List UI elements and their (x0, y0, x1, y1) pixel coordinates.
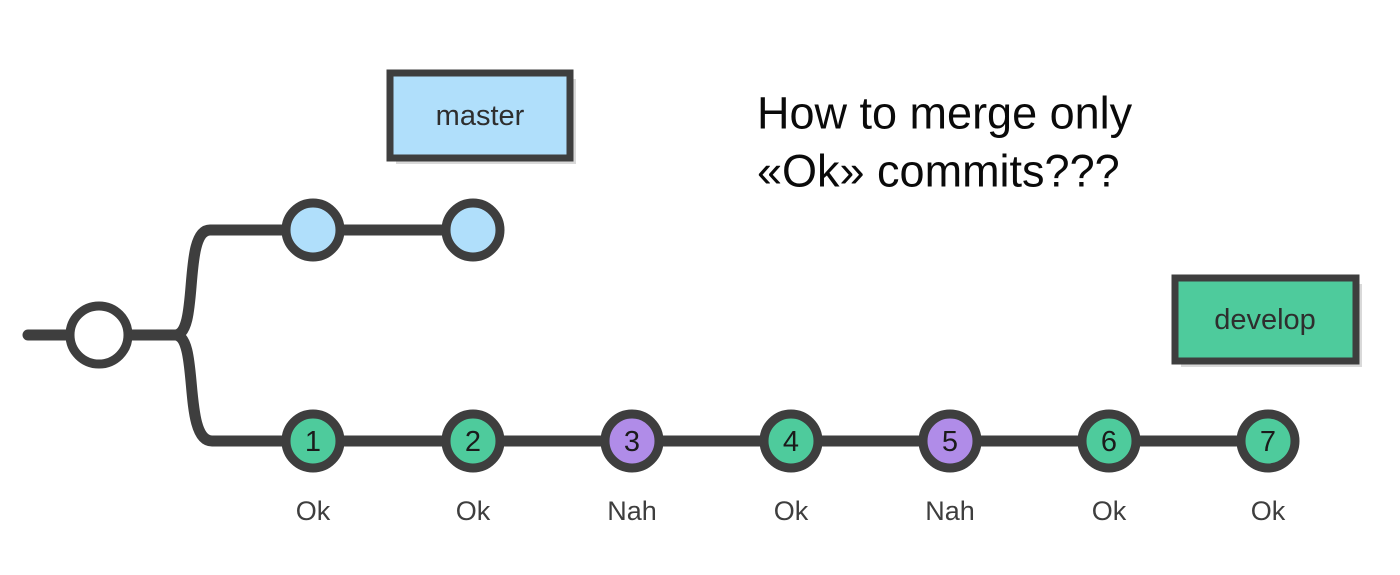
diagram-title-line-1: How to merge only (757, 88, 1133, 139)
commit-node-5-circle (918, 409, 982, 473)
commit-node-2-number: 2 (465, 426, 481, 458)
develop-box-label: develop (1214, 304, 1316, 336)
commit-node-1[interactable]: 1 Ok (281, 409, 345, 526)
commit-node-2-circle (441, 409, 505, 473)
diagram-title: How to merge only «Ok» commits??? (757, 88, 1133, 197)
commit-node-3-number: 3 (624, 426, 640, 458)
commit-node-5[interactable]: 5 Nah (918, 409, 982, 526)
develop-branch-nodes: 1 Ok 2 Ok 3 Nah 4 Ok 5 Nah (281, 409, 1300, 526)
commit-node-master-1-circle (281, 198, 345, 262)
commit-node-2-caption: Ok (456, 496, 491, 526)
commit-node-root[interactable] (65, 301, 133, 369)
master-branch-nodes (281, 198, 505, 262)
commit-node-7-number: 7 (1260, 426, 1276, 458)
master-box-label: master (436, 100, 525, 132)
commit-node-5-number: 5 (942, 426, 958, 458)
commit-node-master-2[interactable] (441, 198, 505, 262)
commit-node-6[interactable]: 6 Ok (1077, 409, 1141, 526)
commit-node-3-circle (600, 409, 664, 473)
commit-node-6-caption: Ok (1092, 496, 1127, 526)
commit-node-1-caption: Ok (296, 496, 331, 526)
commit-node-master-2-circle (441, 198, 505, 262)
commit-node-4[interactable]: 4 Ok (759, 409, 823, 526)
fork-down-to-develop-edge (169, 329, 296, 447)
commit-node-6-number: 6 (1101, 426, 1117, 458)
commit-node-1-number: 1 (305, 426, 321, 458)
fork-up-to-master-edge (169, 224, 296, 341)
commit-node-4-circle (759, 409, 823, 473)
branch-edges (22, 224, 1251, 447)
commit-node-5-caption: Nah (925, 496, 975, 526)
commit-node-4-number: 4 (783, 426, 799, 458)
commit-node-7-circle (1236, 409, 1300, 473)
commit-node-7-caption: Ok (1251, 496, 1286, 526)
branch-label-develop[interactable]: develop (1171, 274, 1362, 367)
commit-node-6-circle (1077, 409, 1141, 473)
commit-node-2[interactable]: 2 Ok (441, 409, 505, 526)
master-box (386, 69, 574, 162)
develop-box (1171, 274, 1360, 365)
commit-node-1-circle (281, 409, 345, 473)
diagram-title-line-2: «Ok» commits??? (757, 146, 1120, 197)
branch-label-master[interactable]: master (386, 69, 576, 164)
commit-node-3[interactable]: 3 Nah (600, 409, 664, 526)
commit-node-7[interactable]: 7 Ok (1236, 409, 1300, 526)
commit-node-3-caption: Nah (607, 496, 657, 526)
commit-node-4-caption: Ok (774, 496, 809, 526)
commit-node-root-circle (65, 301, 133, 369)
commit-node-master-1[interactable] (281, 198, 345, 262)
